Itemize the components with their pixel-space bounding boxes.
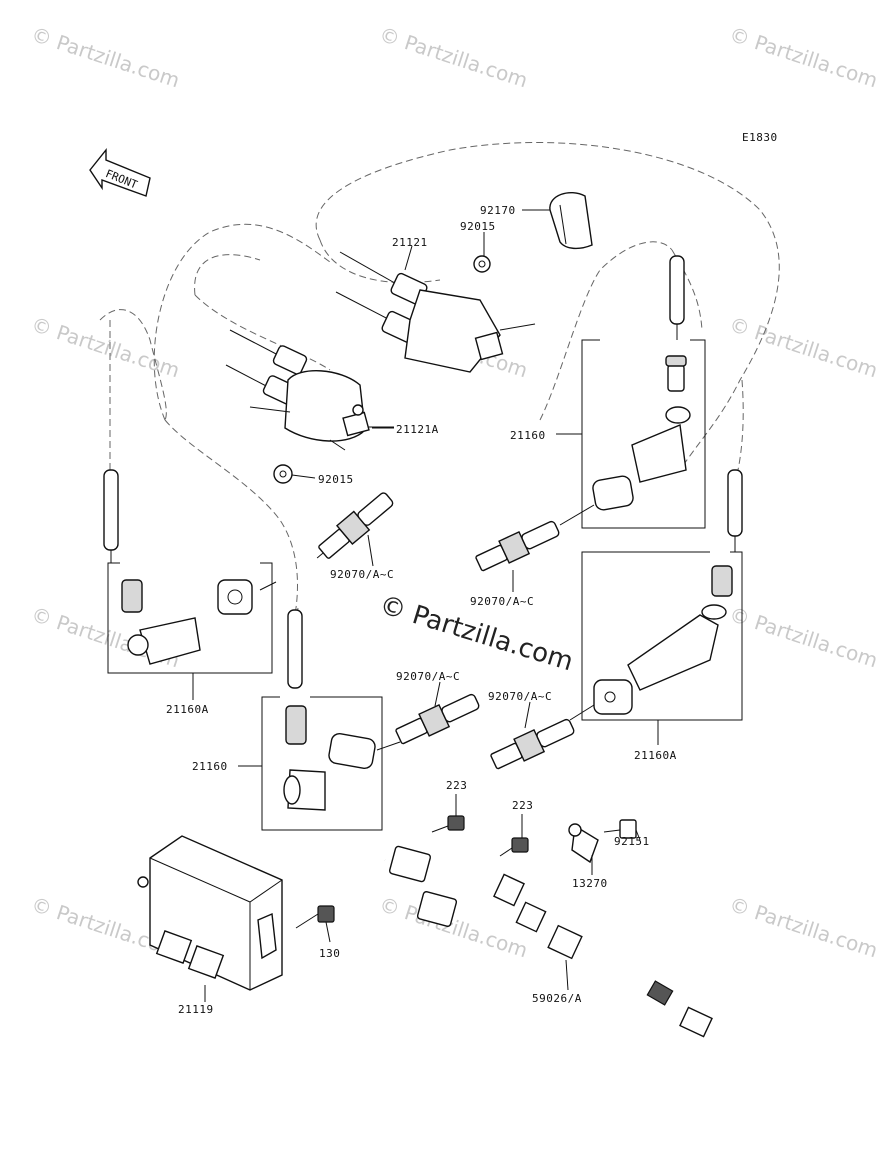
callout-21160A-left: 21160A <box>166 703 209 716</box>
watermark-text: © Partzilla.com <box>726 22 880 93</box>
lead-wire-right-upper <box>669 255 685 340</box>
callout-92015-top: 92015 <box>460 220 496 233</box>
wiring-harness-59026 <box>383 845 713 1038</box>
plug-cap-21160-left <box>238 609 401 831</box>
watermark-text: © Partzilla.com <box>28 22 182 93</box>
spark-plug-b <box>475 520 560 592</box>
callout-21160A-right: 21160A <box>634 749 677 762</box>
bolt-92151 <box>603 819 641 841</box>
callout-223-a: 223 <box>446 779 467 792</box>
clamp-92170 <box>522 192 593 250</box>
lead-wire-left <box>103 469 119 563</box>
plug-cap-21160-right <box>556 339 706 529</box>
spark-plug-d <box>490 701 575 770</box>
watermark-text: © Partzilla.com <box>726 312 880 383</box>
callout-59026: 59026/A <box>532 992 582 1005</box>
callout-92151: 92151 <box>614 835 650 848</box>
nut-92015 <box>273 464 316 484</box>
watermark-text: © Partzilla.com <box>376 22 530 93</box>
watermark-text: © Partzilla.com <box>726 892 880 963</box>
callout-21160-left: 21160 <box>192 760 228 773</box>
callout-92070-d: 92070/A~C <box>488 690 552 703</box>
spark-plug-a <box>316 492 394 567</box>
callout-92015-mid: 92015 <box>318 473 354 486</box>
callout-92070-b: 92070/A~C <box>470 595 534 608</box>
callout-21119: 21119 <box>178 1003 214 1016</box>
spark-plug-c <box>395 681 480 745</box>
ignition-coil-21121 <box>335 251 536 373</box>
diagram-code: E1830 <box>742 131 778 144</box>
watermark-text: © Partzilla.com <box>28 312 182 383</box>
cdi-igniter-21119 <box>137 835 283 1002</box>
screw-223-b <box>499 814 529 857</box>
clamp-13270 <box>568 823 599 875</box>
screw-223-a <box>431 794 465 833</box>
callout-21160-right: 21160 <box>510 429 546 442</box>
callout-labels: 92170 92015 21121 21121A 92015 21160 920… <box>166 204 677 1016</box>
bolt-130 <box>295 905 335 943</box>
callout-92170: 92170 <box>480 204 516 217</box>
callout-13270: 13270 <box>572 877 608 890</box>
front-arrow-icon: FRONT <box>89 148 151 197</box>
callout-92070-c: 92070/A~C <box>396 670 460 683</box>
callout-92070-a: 92070/A~C <box>330 568 394 581</box>
watermark-text: © Partzilla.com <box>726 602 880 673</box>
ignition-coil-21121A <box>225 329 394 451</box>
plug-cap-21160A-right <box>569 551 743 745</box>
callout-21121: 21121 <box>392 236 428 249</box>
callout-223-b: 223 <box>512 799 533 812</box>
callout-130: 130 <box>319 947 340 960</box>
lead-wire-right-lower <box>727 469 743 552</box>
plug-cap-21160A-left <box>107 562 277 700</box>
callout-21121A: 21121A <box>396 423 439 436</box>
